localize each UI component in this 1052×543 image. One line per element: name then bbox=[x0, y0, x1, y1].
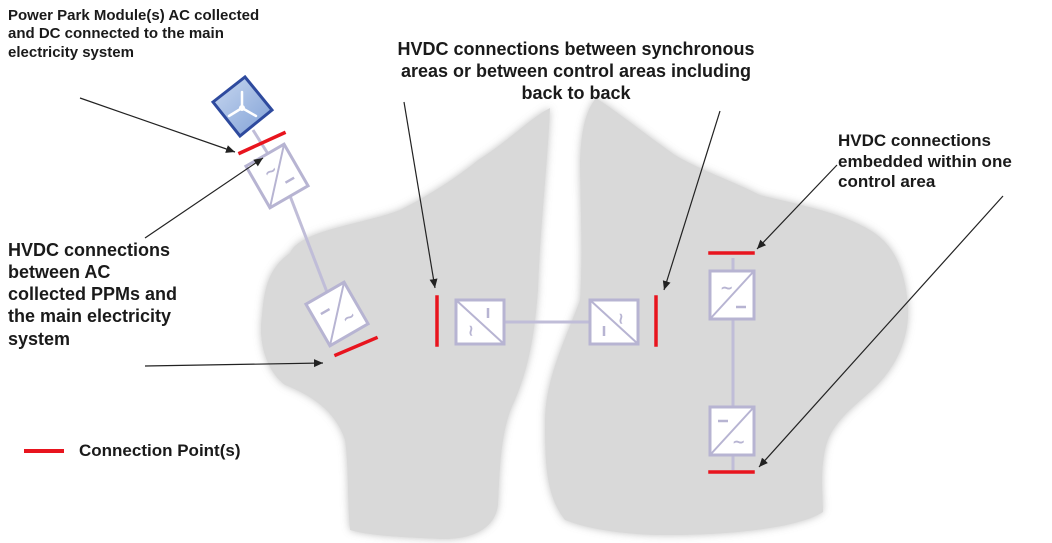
svg-text:~: ~ bbox=[462, 324, 481, 337]
arrow-ppm bbox=[79, 97, 236, 153]
arrow-sync-left bbox=[403, 101, 438, 289]
converter-embedded-lower: ~ bbox=[708, 405, 756, 457]
legend-connection-point-swatch bbox=[24, 449, 64, 453]
svg-text:~: ~ bbox=[612, 312, 631, 325]
label-ac-collected: HVDC connections between AC collected PP… bbox=[8, 240, 178, 349]
converter-ppm-upper: ~ bbox=[243, 142, 311, 210]
converter-b2b-right: ~ bbox=[588, 298, 640, 346]
arrow-sync-right bbox=[662, 110, 721, 291]
callout-arrows bbox=[79, 97, 1004, 468]
ppm-dc-line bbox=[280, 174, 337, 314]
label-sync-areas: HVDC connections between synchronous are… bbox=[397, 39, 755, 103]
legend-label: Connection Point(s) bbox=[79, 441, 241, 460]
arrow-ac-lower bbox=[144, 359, 324, 368]
left-control-area bbox=[260, 108, 550, 540]
label-embedded: HVDC connections embedded within one con… bbox=[838, 131, 1012, 192]
legend: Connection Point(s) bbox=[24, 441, 240, 461]
arrow-embedded-upper bbox=[756, 164, 838, 250]
connection-point-ppm-turbine bbox=[237, 130, 287, 156]
wind-turbine-box bbox=[210, 74, 275, 139]
arrow-embedded-lower bbox=[758, 195, 1004, 468]
converter-ppm-lower: ~ bbox=[303, 280, 371, 348]
connection-points bbox=[237, 130, 755, 474]
svg-text:~: ~ bbox=[732, 432, 745, 451]
connection-point-ppm-main bbox=[333, 335, 379, 358]
svg-text:~: ~ bbox=[720, 278, 733, 297]
converter-embedded-upper: ~ bbox=[708, 269, 756, 321]
converter-b2b-left: ~ bbox=[454, 298, 506, 346]
label-ppm: Power Park Module(s) AC collected and DC… bbox=[8, 7, 260, 61]
arrow-ac-upper bbox=[144, 157, 264, 239]
